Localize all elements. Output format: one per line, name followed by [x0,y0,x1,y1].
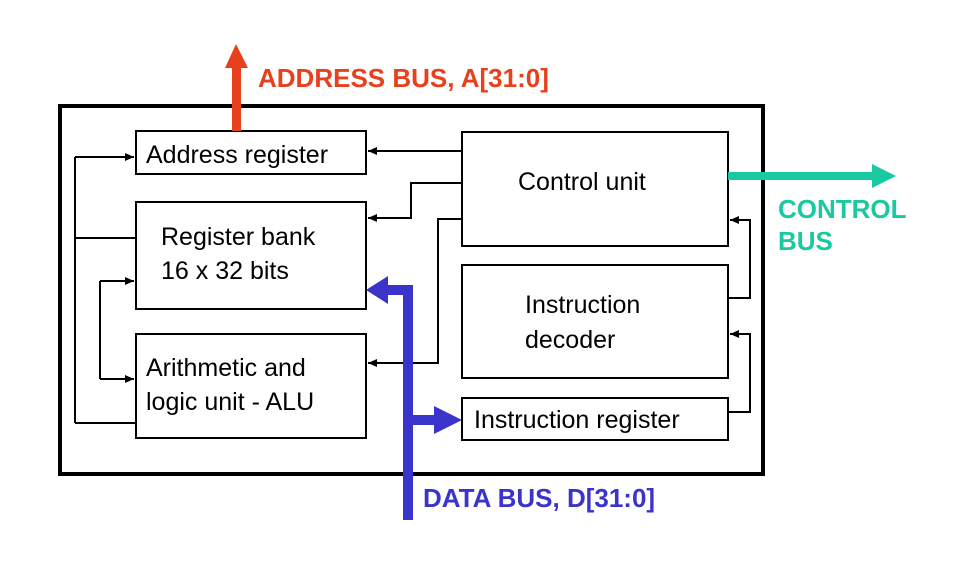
register-bank-label-line2: 16 x 32 bits [161,257,289,285]
register-bank-label-line1: Register bank [161,223,316,251]
data-bus-arrow [366,276,462,520]
control-unit-box [461,131,729,247]
instruction-decoder-box [461,264,729,379]
instruction-register-label: Instruction register [474,406,680,434]
address-register-label: Address register [146,141,329,169]
address-bus-label: ADDRESS BUS, A[31:0] [258,63,549,93]
alu-box [135,333,367,439]
right-feedback-lines [728,216,751,413]
instruction-decoder-label-line2: decoder [525,326,616,354]
address-register-box [135,130,367,175]
alu-label-line2: logic unit - ALU [146,388,315,416]
control-unit-label: Control unit [518,168,646,196]
data-bus-label: DATA BUS, D[31:0] [423,483,656,513]
instruction-register-box [461,397,729,441]
control-signal-lines [368,147,462,367]
left-feedback-lines [74,153,136,424]
register-bank-box [135,201,367,310]
control-bus-label-line1: CONTROL [778,194,907,224]
alu-label-line1: Arithmetic and [146,354,306,382]
address-bus-arrow [225,44,248,131]
instruction-decoder-label-line1: Instruction [525,291,641,319]
control-bus-arrow [728,164,896,188]
control-bus-label-line2: BUS [778,226,833,256]
